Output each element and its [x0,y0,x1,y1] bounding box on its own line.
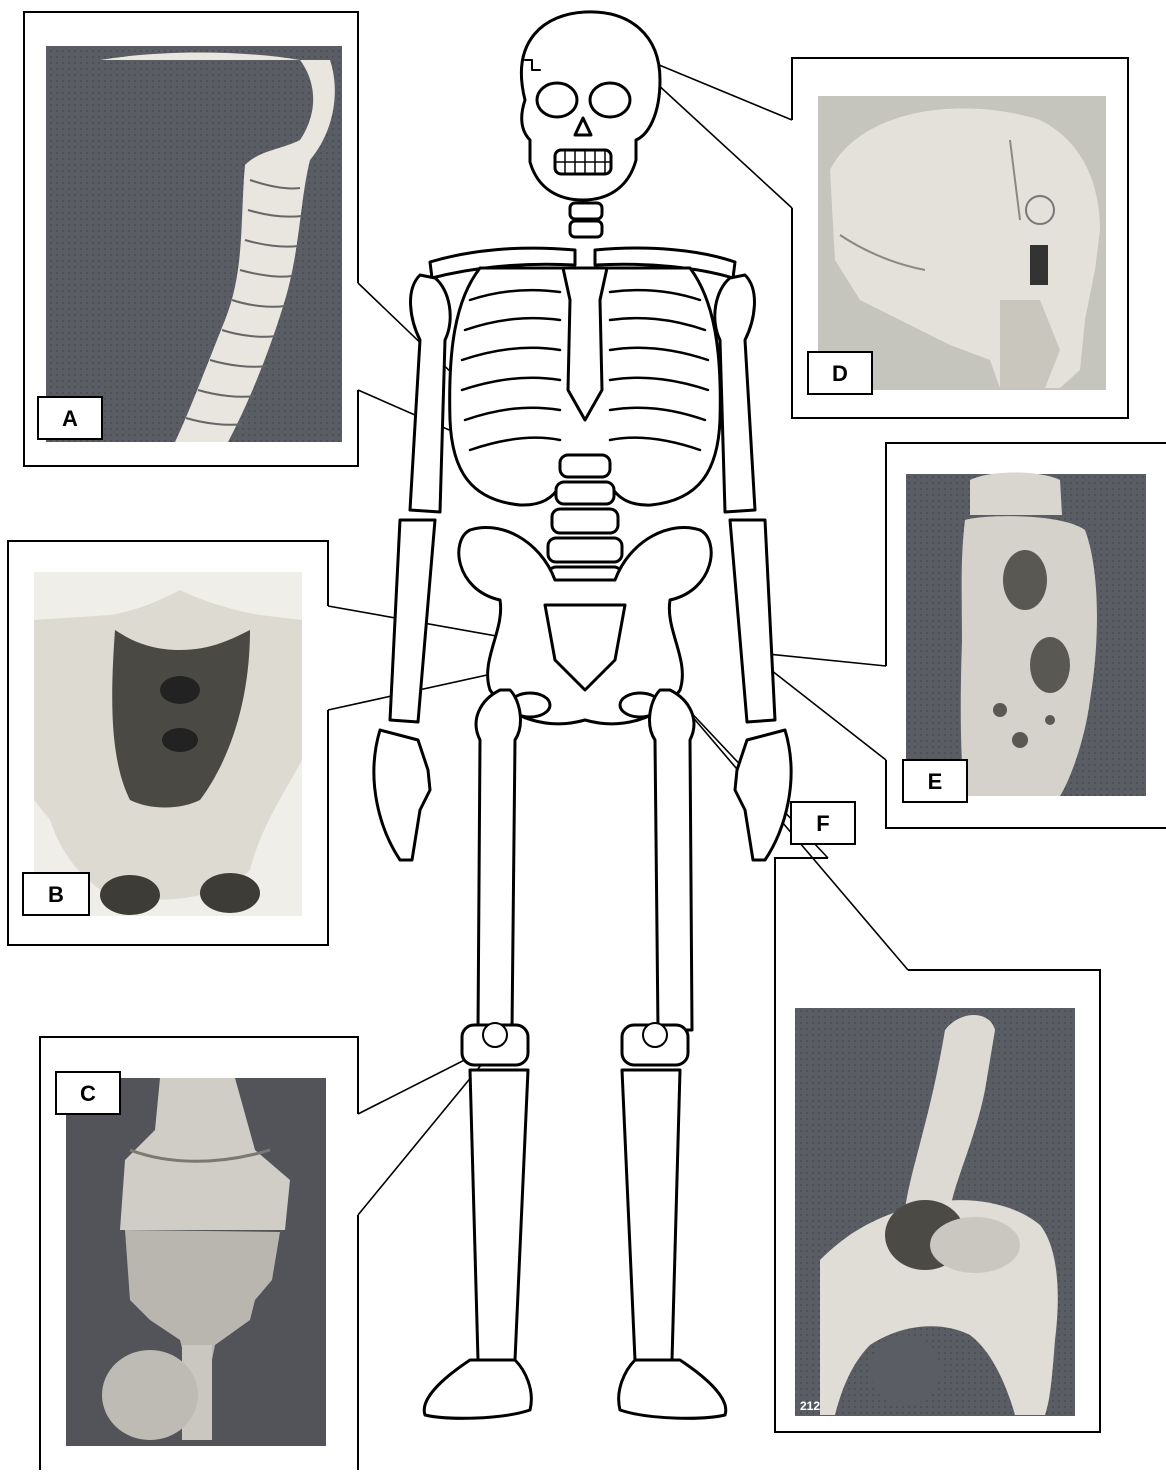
left-femur [476,690,520,1030]
label-c: C [80,1081,96,1106]
label-box-c: C [56,1072,120,1114]
label-f: F [816,811,829,836]
photo-c-knee [66,1078,326,1446]
right-eye-socket [590,83,630,117]
photo-b-pelvis [34,572,302,916]
photo-e-bone [906,473,1146,797]
photo-d-skull [818,96,1106,390]
right-forearm [730,520,775,722]
label-box-a: A [38,397,102,439]
right-tibia [622,1070,680,1360]
skeleton [374,12,791,1418]
label-d: D [832,361,848,386]
left-hand [374,730,430,860]
left-eye-socket [537,83,577,117]
left-foot [424,1360,531,1418]
left-humerus [410,275,450,512]
right-humerus [715,275,755,512]
label-box-f: F [791,802,855,844]
left-tibia [470,1070,528,1360]
label-box-d: D [808,352,872,394]
photo-f-hip: 212 [795,1008,1075,1416]
left-forearm [390,520,435,722]
label-box-b: B [23,873,89,915]
right-femur [650,690,694,1030]
pointer-f-right [668,688,908,970]
right-foot [619,1360,726,1418]
photo-a-spine [46,46,342,442]
label-box-e: E [903,760,967,802]
label-e: E [928,769,943,794]
photo-f-number: 212 [800,1399,820,1413]
label-a: A [62,406,78,431]
right-hand [735,730,791,860]
label-b: B [48,882,64,907]
